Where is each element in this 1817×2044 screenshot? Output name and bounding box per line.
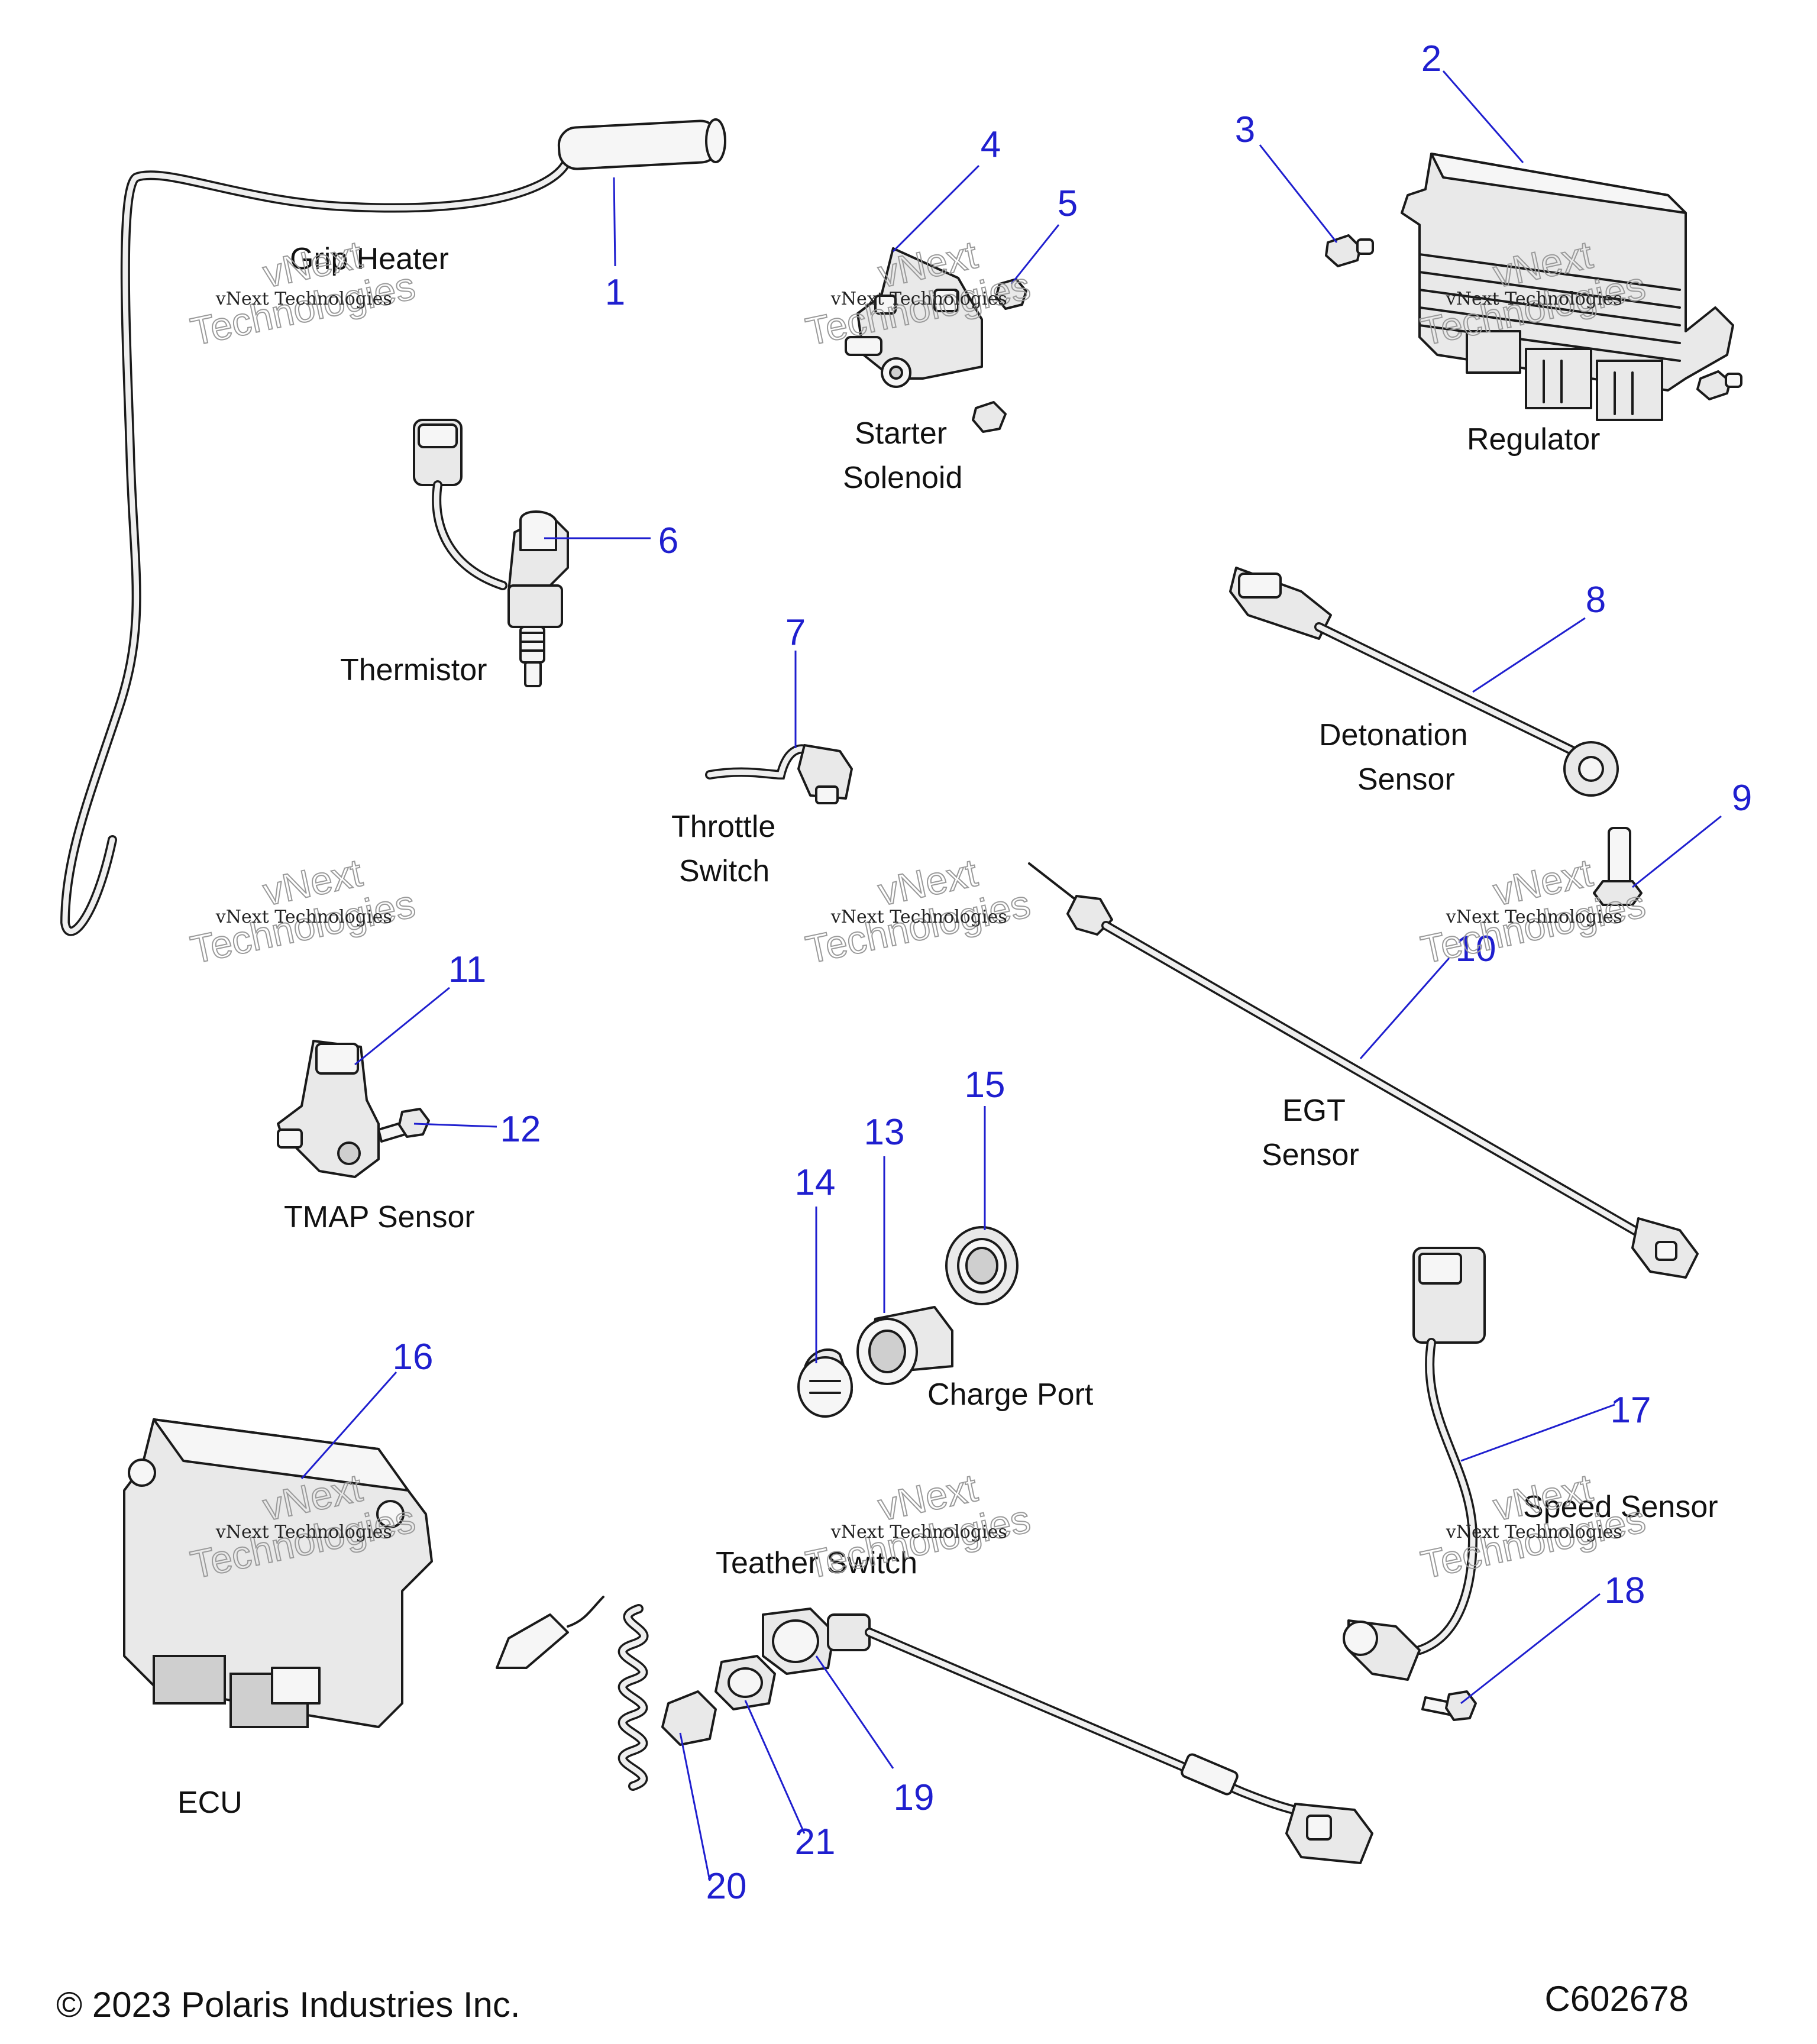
egt-sensor-drawing <box>1028 862 1699 1279</box>
leader-3 <box>1259 144 1338 243</box>
callout-1: 1 <box>605 272 625 313</box>
leader-5 <box>1010 224 1060 284</box>
label-egt-sensor: Sensor <box>1262 1138 1359 1172</box>
leader-21 <box>744 1700 806 1834</box>
label-thermistor: Thermistor <box>340 653 487 687</box>
callout-numbers: 1 2 3 4 5 6 7 8 9 10 11 12 13 14 15 16 1… <box>393 38 1753 1907</box>
svg-text:vNext Technologies: vNext Technologies <box>215 907 392 927</box>
callout-15: 15 <box>965 1065 1006 1105</box>
callout-2: 2 <box>1421 38 1441 79</box>
callout-6: 6 <box>658 520 678 561</box>
label-teather-switch: Teather Switch <box>716 1546 917 1580</box>
ecu-drawing <box>123 1418 433 1728</box>
svg-text:vNext Technologies: vNext Technologies <box>830 907 1007 927</box>
leader-18 <box>1460 1593 1601 1705</box>
callout-10: 10 <box>1456 929 1496 969</box>
bolt-12-drawing <box>377 1108 430 1143</box>
leader-12 <box>413 1123 497 1128</box>
svg-text:vNext Technologies: vNext Technologies <box>1446 1522 1622 1542</box>
watermark-4: vNext Technologies vNext Technologies <box>186 850 419 972</box>
label-ecu: ECU <box>177 1786 243 1820</box>
label-egt: EGT <box>1282 1094 1346 1128</box>
label-detonation: Detonation <box>1319 718 1468 752</box>
label-starter: Starter <box>855 416 947 451</box>
throttle-switch-drawing <box>705 744 853 804</box>
leader-8 <box>1472 617 1586 693</box>
thermistor-drawing <box>413 419 569 687</box>
label-throttle: Throttle <box>671 810 775 844</box>
footer: © 2023 Polaris Industries Inc. C602678 <box>56 1979 1689 2024</box>
callout-7: 7 <box>785 612 806 653</box>
leader-9 <box>1632 815 1722 888</box>
callout-8: 8 <box>1586 580 1606 620</box>
svg-text:vNext Technologies: vNext Technologies <box>1446 907 1622 927</box>
bolt-regulator-drawing <box>1696 370 1742 400</box>
leader-16 <box>300 1372 397 1479</box>
svg-text:vNext Technologies: vNext Technologies <box>830 289 1007 309</box>
charge-port-drawing <box>797 1226 1019 1418</box>
copyright-text: © 2023 Polaris Industries Inc. <box>56 1985 520 2024</box>
callout-3: 3 <box>1235 109 1255 150</box>
callout-16: 16 <box>393 1337 434 1377</box>
svg-text:vNext Technologies: vNext Technologies <box>215 1522 392 1542</box>
leader-2 <box>1442 70 1524 163</box>
label-detonation-sensor: Sensor <box>1357 762 1455 797</box>
part-labels: Grip Heater Starter Solenoid Regulator T… <box>177 242 1718 1820</box>
label-regulator: Regulator <box>1467 422 1600 457</box>
starter-solenoid-drawing <box>845 247 1007 433</box>
callout-11: 11 <box>448 949 486 990</box>
label-tmap-sensor: TMAP Sensor <box>284 1200 475 1234</box>
callout-21: 21 <box>795 1822 836 1862</box>
callout-9: 9 <box>1732 778 1752 819</box>
bolt-3-drawing <box>1325 234 1374 267</box>
detonation-sensor-drawing <box>1229 567 1619 797</box>
leader-20 <box>679 1732 711 1881</box>
callout-14: 14 <box>795 1162 836 1203</box>
bolt-9-drawing <box>1593 827 1643 906</box>
label-solenoid: Solenoid <box>843 461 962 495</box>
callout-18: 18 <box>1605 1570 1645 1611</box>
label-throttle-switch: Switch <box>679 854 770 888</box>
watermark-9: vNext Technologies vNext Technologies <box>1417 1465 1650 1587</box>
leader-lines <box>300 70 1722 1881</box>
callout-20: 20 <box>706 1866 747 1907</box>
callout-19: 19 <box>894 1777 935 1818</box>
svg-text:vNext Technologies: vNext Technologies <box>215 289 392 309</box>
leader-10 <box>1359 958 1450 1059</box>
teather-switch-drawing <box>496 1596 1373 1864</box>
callout-17: 17 <box>1611 1390 1651 1431</box>
grip-heater-drawing <box>60 118 726 936</box>
leader-19 <box>815 1655 894 1769</box>
leader-11 <box>354 987 450 1066</box>
label-grip-heater: Grip Heater <box>290 242 449 276</box>
callout-12: 12 <box>500 1109 541 1150</box>
leader-1 <box>613 177 616 267</box>
regulator-drawing <box>1401 153 1734 421</box>
tmap-sensor-drawing <box>277 1040 380 1178</box>
bolt-18-drawing <box>1421 1690 1477 1721</box>
label-speed-sensor: Speed Sensor <box>1523 1490 1718 1524</box>
leader-4 <box>892 164 980 253</box>
callout-5: 5 <box>1058 183 1078 224</box>
svg-text:vNext Technologies: vNext Technologies <box>1446 289 1622 309</box>
label-charge-port: Charge Port <box>927 1377 1094 1412</box>
svg-text:vNext Technologies: vNext Technologies <box>830 1522 1007 1542</box>
watermark-5: vNext Technologies vNext Technologies <box>801 850 1034 972</box>
callout-13: 13 <box>864 1112 905 1153</box>
callout-4: 4 <box>981 124 1001 165</box>
leader-17 <box>1460 1403 1615 1462</box>
speed-sensor-drawing <box>1343 1247 1486 1681</box>
figure-id: C602678 <box>1544 1979 1689 2019</box>
